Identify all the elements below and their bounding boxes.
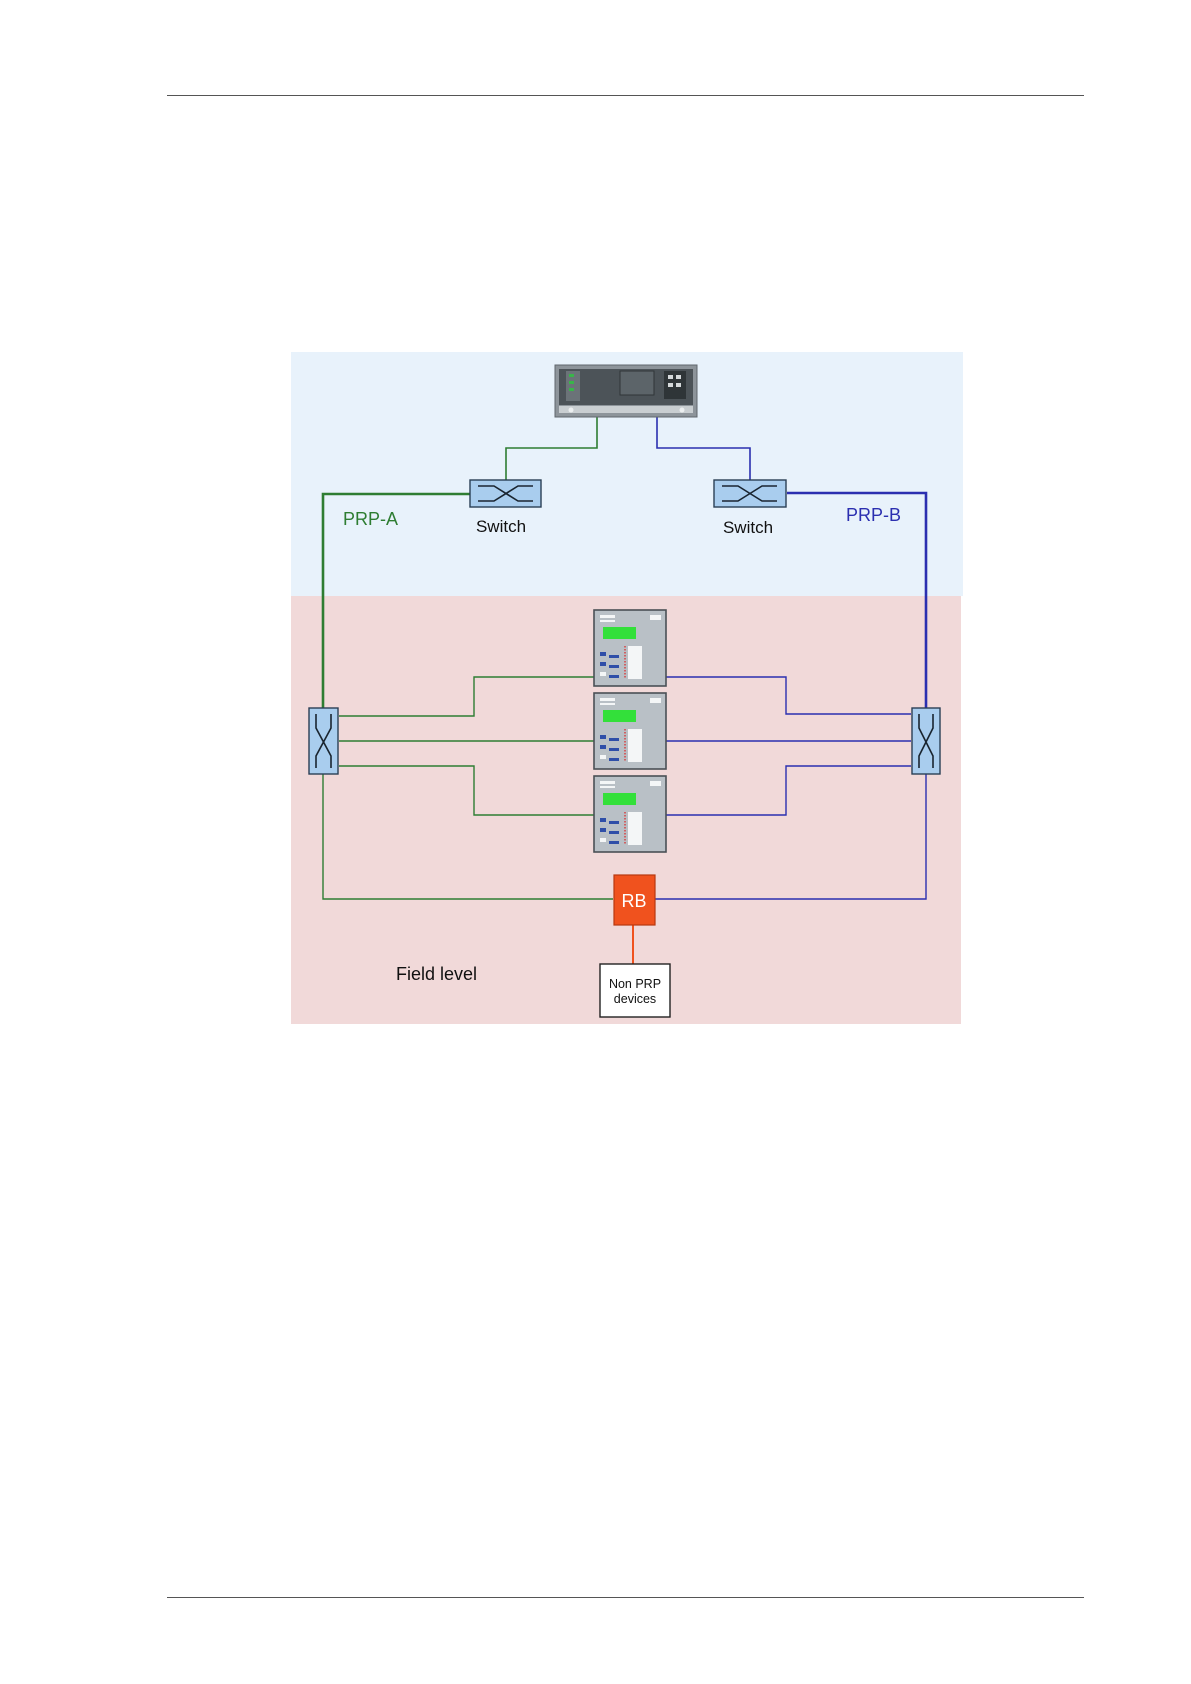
field-switch-b-icon [912, 708, 940, 774]
field-level-label: Field level [396, 964, 477, 984]
protection-relay-icon [594, 776, 666, 852]
redbox-label: RB [621, 891, 646, 911]
switch-left-label: Switch [476, 517, 526, 536]
protection-relay-icon [594, 693, 666, 769]
protection-relay-icon [594, 610, 666, 686]
network-b-label: PRP-B [846, 505, 901, 525]
non-prp-label-line2: devices [614, 992, 656, 1006]
redbox-icon: RB [614, 875, 655, 925]
non-prp-label-line1: Non PRP [609, 977, 661, 991]
station-controller-icon [555, 365, 697, 417]
field-switch-a-icon [309, 708, 338, 774]
network-a-label: PRP-A [343, 509, 398, 529]
switch-left-icon [470, 480, 541, 507]
switch-right-icon [714, 480, 786, 507]
switch-right-label: Switch [723, 518, 773, 537]
non-prp-devices-box: Non PRP devices [600, 964, 670, 1017]
